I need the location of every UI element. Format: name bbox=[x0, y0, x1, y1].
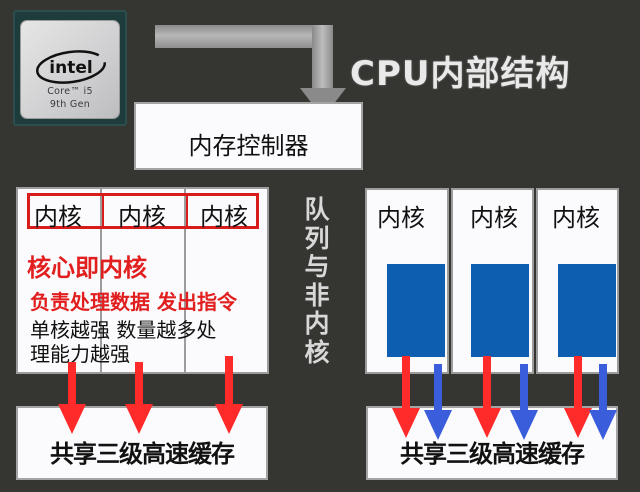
right-red-arrow-1-icon bbox=[392, 356, 420, 460]
left-red-arrow-1-icon bbox=[58, 362, 86, 466]
chip-lid: intel Core™ i5 9th Gen bbox=[21, 21, 119, 118]
left-red-arrow-2-icon bbox=[125, 362, 153, 466]
queue-and-uncore-label: 队 列 与 非 内 核 bbox=[304, 195, 330, 367]
svg-text:intel: intel bbox=[49, 58, 92, 78]
left-core-column-1 bbox=[16, 187, 102, 374]
memory-controller-box: 内存控制器 bbox=[134, 102, 363, 170]
core-function-text: 负责处理数据 发出指令 bbox=[30, 290, 237, 314]
right-core-block-2 bbox=[471, 264, 529, 357]
right-blue-arrow-1-icon bbox=[424, 364, 452, 468]
left-l3-cache-label: 共享三级高速缓存 bbox=[50, 440, 235, 468]
memory-controller-label: 内存控制器 bbox=[188, 132, 309, 160]
right-red-arrow-3-icon bbox=[564, 356, 592, 460]
right-blue-arrow-2-icon bbox=[510, 364, 538, 468]
flow-arrow-horizontal bbox=[155, 25, 333, 48]
chip-model: Core™ i5 bbox=[47, 86, 93, 97]
chip-generation: 9th Gen bbox=[49, 99, 91, 110]
diagram-title: CPU内部结构 bbox=[350, 54, 571, 94]
left-core-label-2: 内核 bbox=[118, 203, 166, 231]
intel-logo-icon: intel bbox=[36, 50, 106, 84]
core-note-line-2: 理能力越强 bbox=[30, 342, 130, 366]
flow-arrow-vertical bbox=[312, 25, 333, 93]
right-red-arrow-2-icon bbox=[473, 356, 501, 460]
core-note-line-1: 单核越强 数量越多处 bbox=[30, 318, 217, 342]
left-red-arrow-3-icon bbox=[215, 356, 243, 460]
right-core-block-1 bbox=[387, 264, 445, 357]
right-core-label-3: 内核 bbox=[552, 204, 600, 232]
right-blue-arrow-3-icon bbox=[589, 364, 617, 468]
right-l3-cache-label: 共享三级高速缓存 bbox=[400, 440, 585, 468]
right-core-label-1: 内核 bbox=[377, 204, 425, 232]
right-core-label-2: 内核 bbox=[470, 204, 518, 232]
left-core-column-2 bbox=[100, 187, 186, 374]
left-core-label-1: 内核 bbox=[34, 203, 82, 231]
core-highlight-frame bbox=[27, 193, 259, 229]
left-core-column-3 bbox=[184, 187, 269, 374]
right-core-block-3 bbox=[558, 264, 616, 357]
left-core-label-3: 内核 bbox=[200, 203, 248, 231]
cpu-chip-image: intel Core™ i5 9th Gen bbox=[13, 10, 127, 126]
core-headline: 核心即内核 bbox=[27, 254, 147, 282]
